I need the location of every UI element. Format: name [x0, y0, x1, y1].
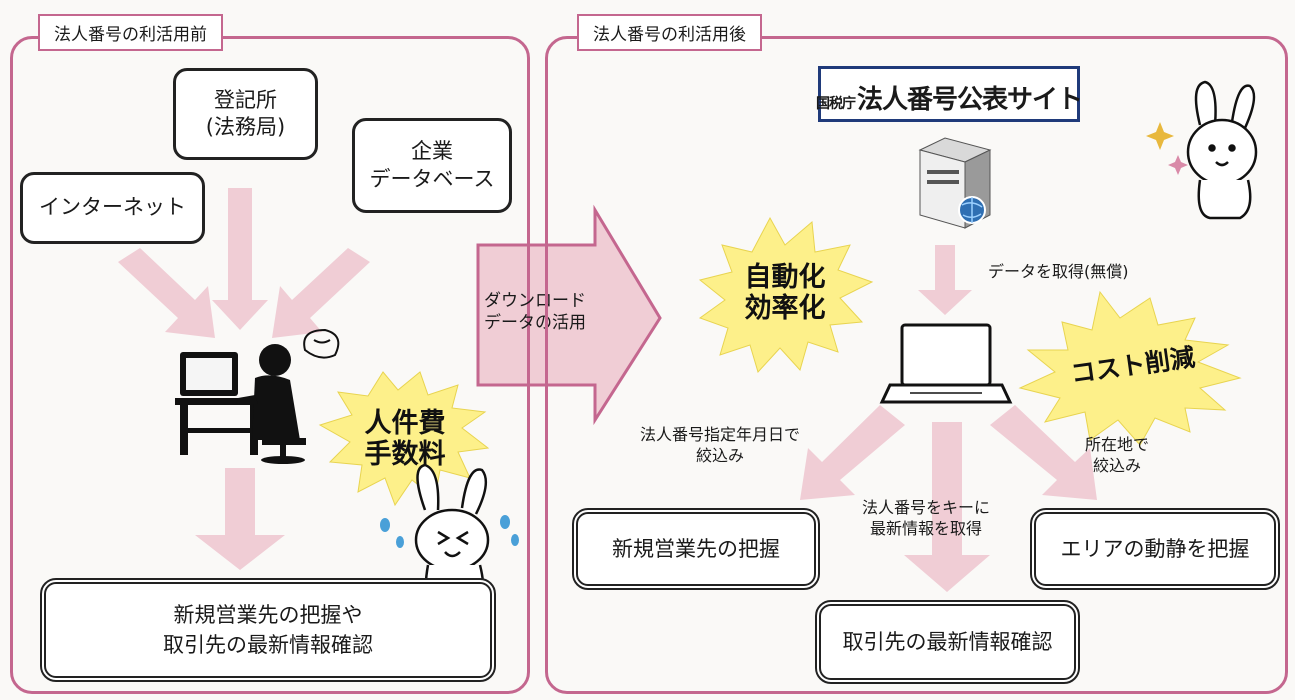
key-label: 法人番号をキーに 最新情報を取得 [862, 498, 990, 540]
key-line-2: 最新情報を取得 [870, 518, 983, 538]
company-db-line-1: 企業 [410, 139, 453, 164]
filter-location-label: 所在地で 絞込み [1085, 435, 1149, 477]
before-result-box: 新規営業先の把握や 取引先の最新情報確認 [40, 578, 496, 682]
server-icon [918, 137, 992, 229]
before-result-line-2: 取引先の最新情報確認 [163, 633, 373, 657]
arrow-laptop-to-new [800, 405, 905, 500]
filter-location-line-1: 所在地で [1085, 435, 1150, 454]
arrow-laptop-to-partner [904, 422, 990, 592]
arrow-internet-to-worker [118, 248, 215, 338]
before-tab: 法人番号の利活用前 [38, 14, 223, 51]
site-name: 法人番号公表サイト [857, 85, 1083, 115]
site-prefix: 国税庁 [816, 96, 856, 112]
partner-info-box: 取引先の最新情報確認 [815, 600, 1080, 684]
transition-label: ダウンロード データの活用 [484, 290, 586, 334]
frustrated-worker-icon [175, 328, 340, 464]
rabbit-mascot-icon [1186, 80, 1258, 220]
arrow-laptop-to-area [990, 405, 1097, 500]
area-trend-box: エリアの動静を把握 [1030, 508, 1280, 590]
filter-location-line-2: 絞込み [1093, 455, 1142, 475]
tear-drops-icon [380, 515, 519, 548]
cost-burst-left-line-2: 手数料 [364, 439, 446, 471]
arrow-database-to-worker [272, 248, 370, 338]
cost-burst-right-shape [1018, 290, 1242, 446]
internet-label: インターネット [39, 195, 186, 220]
internet-box: インターネット [20, 172, 205, 244]
right-arrows [800, 245, 1097, 592]
company-db-box: 企業 データベース [352, 118, 512, 213]
transition-line-2: データの活用 [484, 313, 586, 334]
after-panel [545, 36, 1288, 694]
registry-box: 登記所 (法務局) [173, 68, 318, 160]
area-trend-label: エリアの動静を把握 [1060, 536, 1250, 561]
key-line-1: 法人番号をキーに [862, 498, 991, 517]
efficiency-line-1: 自動化 [744, 262, 826, 293]
new-customers-label: 新規営業先の把握 [612, 536, 780, 561]
left-arrows [118, 188, 370, 570]
filter-date-label: 法人番号指定年月日で 絞込み [640, 425, 800, 467]
partner-info-label: 取引先の最新情報確認 [842, 629, 1053, 654]
laptop-icon [879, 323, 1013, 404]
transition-arrow [476, 204, 662, 426]
filter-date-line-1: 法人番号指定年月日で [640, 425, 801, 444]
corporate-number-site-box: 国税庁 法人番号公表サイト [816, 66, 1083, 122]
arrow-registry-to-worker [212, 188, 268, 330]
filter-date-line-2: 絞込み [696, 445, 745, 465]
cost-burst-left-line-1: 人件費 [364, 408, 446, 439]
download-label: データを取得(無償) [988, 262, 1129, 281]
efficiency-line-2: 効率化 [744, 293, 826, 325]
efficiency-burst-text: 自動化 効率化 [730, 262, 840, 324]
efficiency-burst-shape [698, 216, 874, 373]
registry-line-1: 登記所 [213, 87, 277, 112]
after-tab: 法人番号の利活用後 [577, 14, 762, 51]
before-panel [10, 36, 530, 694]
transition-line-1: ダウンロード [484, 291, 586, 311]
company-db-line-2: データベース [369, 166, 495, 191]
new-customers-box: 新規営業先の把握 [572, 508, 820, 590]
sparkle-icon [1146, 122, 1188, 175]
arrow-server-to-laptop [918, 245, 972, 315]
cost-burst-left-text: 人件費 手数料 [350, 408, 460, 470]
arrow-worker-to-result [195, 468, 285, 570]
before-result-line-1: 新規営業先の把握や [173, 602, 363, 627]
registry-line-2: (法務局) [205, 115, 286, 139]
